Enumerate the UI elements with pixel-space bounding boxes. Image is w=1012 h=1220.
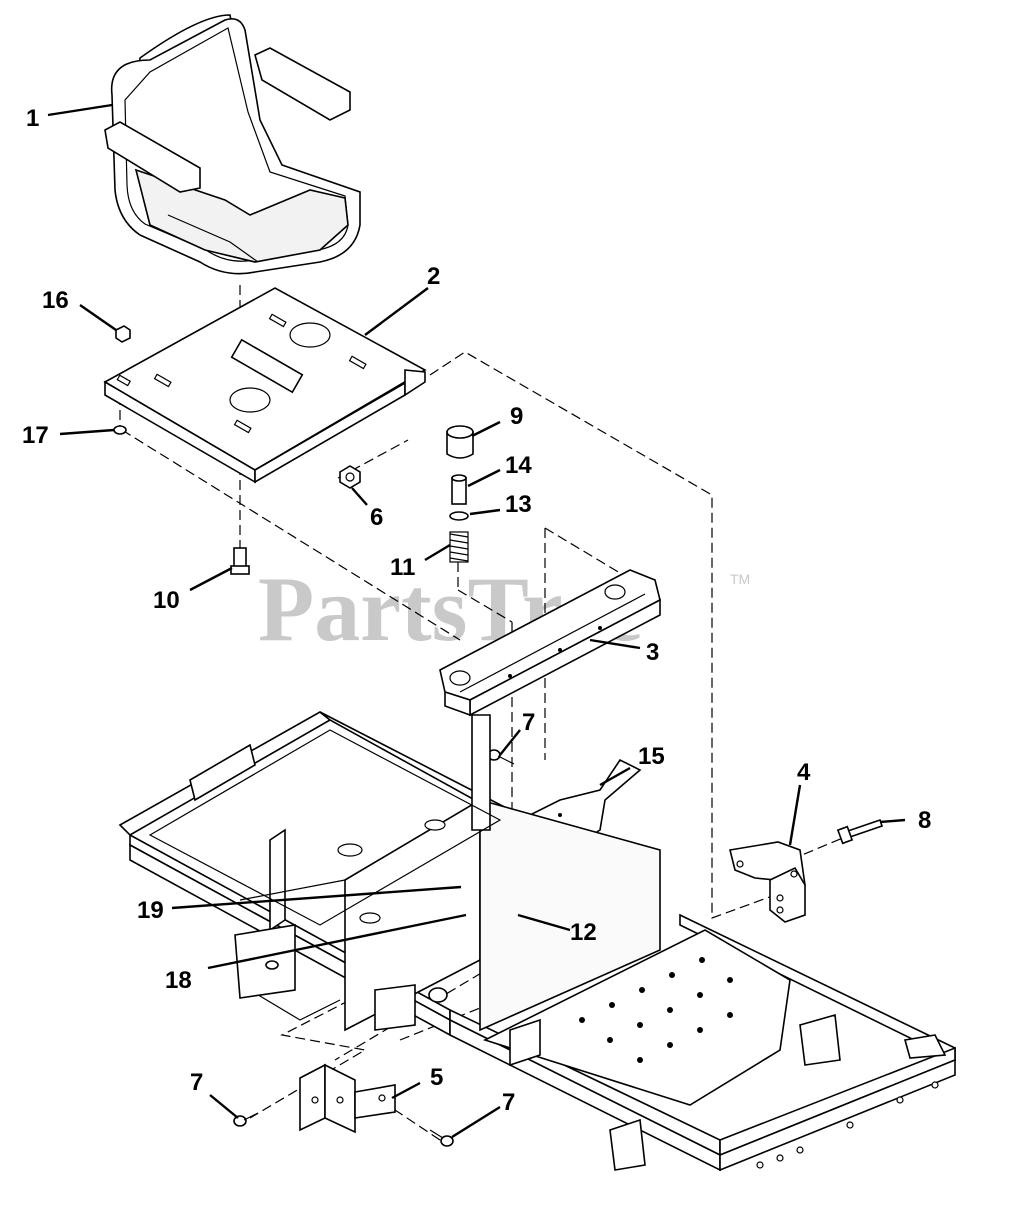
callout-3: 3 — [646, 639, 659, 666]
callout-2: 2 — [427, 263, 440, 290]
callout-4: 4 — [797, 759, 811, 786]
seat-plate-part-2 — [103, 287, 427, 484]
callout-10: 10 — [153, 587, 180, 614]
callout-1: 1 — [26, 105, 39, 132]
washer-part-13 — [449, 511, 469, 521]
nut-part-16 — [115, 325, 131, 343]
callout-14: 14 — [505, 452, 532, 479]
bracket-part-5 — [299, 1063, 396, 1134]
callout-16: 16 — [42, 287, 69, 314]
spring-part-11 — [449, 531, 469, 563]
callout-9: 9 — [510, 403, 523, 430]
bolt-part-8 — [836, 818, 884, 845]
callout-7-left: 7 — [190, 1069, 203, 1096]
main-frame — [118, 711, 956, 1172]
spacer-part-14 — [451, 474, 467, 505]
cross-bracket-part-3 — [439, 569, 661, 717]
callout-11: 11 — [390, 554, 415, 581]
bolt-part-7-left — [233, 1112, 259, 1127]
bracket-part-4 — [729, 841, 806, 923]
callout-7-right: 7 — [502, 1089, 515, 1116]
callout-labels: 1 2 3 4 5 6 7 7 7 8 9 10 11 12 13 14 15 … — [22, 105, 931, 1116]
callout-13: 13 — [505, 491, 532, 518]
cap-part-9 — [446, 425, 474, 459]
callout-19: 19 — [137, 897, 164, 924]
callout-18: 18 — [165, 967, 192, 994]
bolt-part-10 — [230, 547, 250, 575]
callout-5: 5 — [430, 1064, 443, 1091]
washer-part-17 — [113, 425, 127, 435]
callout-8: 8 — [918, 807, 931, 834]
callout-17: 17 — [22, 422, 49, 449]
bolt-part-7-right — [429, 1129, 454, 1147]
callout-12: 12 — [570, 919, 597, 946]
callout-6: 6 — [370, 504, 383, 531]
callout-7-upper: 7 — [522, 709, 535, 736]
seat-part-1 — [104, 14, 361, 275]
watermark-trademark: TM — [730, 571, 750, 587]
callout-15: 15 — [638, 743, 665, 770]
leader-lines — [47, 103, 906, 1139]
